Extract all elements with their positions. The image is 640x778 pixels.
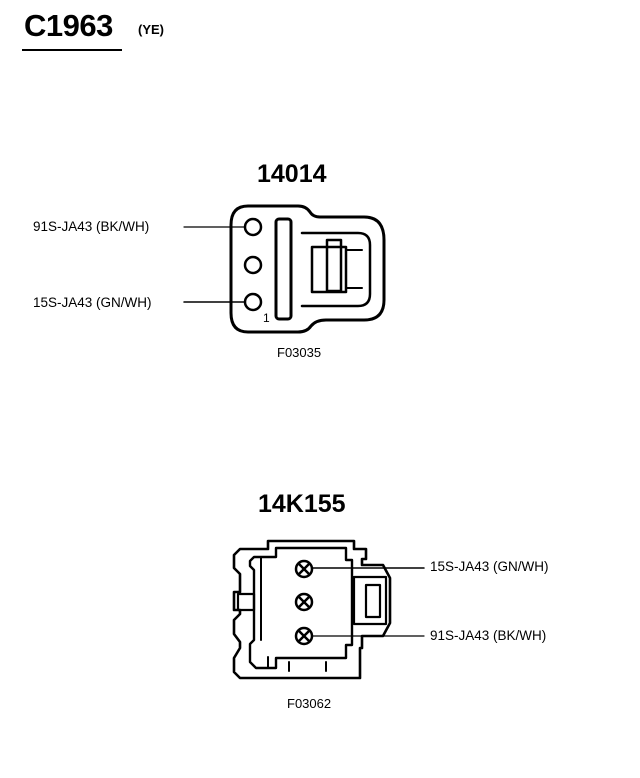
connector-2-housing [232, 539, 392, 680]
connector-1-part-number: 14014 [257, 160, 327, 188]
pin-one-marker: 1 [263, 311, 270, 325]
cavity-top [294, 559, 314, 579]
cavity-bottom [294, 626, 314, 646]
connector-title: C1963 [24, 8, 113, 43]
connector-2-cavities [294, 559, 314, 646]
connector-1-wire-label-top: 91S-JA43 (BK/WH) [33, 219, 150, 234]
cavity-middle [294, 592, 314, 612]
connector-2-wire-label-top: 15S-JA43 (GN/WH) [430, 559, 549, 574]
connector-color-code: (YE) [138, 22, 164, 37]
cavity-3 [243, 217, 263, 237]
connector-1-figure-code: F03035 [277, 345, 322, 360]
connector-1-housing [229, 204, 386, 334]
connector-1-wire-label-bottom: 15S-JA43 (GN/WH) [33, 295, 152, 310]
connector-1-cavities [243, 217, 263, 312]
connector-2-wire-label-bottom: 91S-JA43 (BK/WH) [430, 628, 547, 643]
connector-2-figure-code: F03062 [287, 696, 332, 711]
cavity-2 [243, 255, 263, 275]
cavity-1 [243, 292, 263, 312]
title-underline [22, 49, 122, 51]
connector-2-part-number: 14K155 [258, 490, 346, 518]
